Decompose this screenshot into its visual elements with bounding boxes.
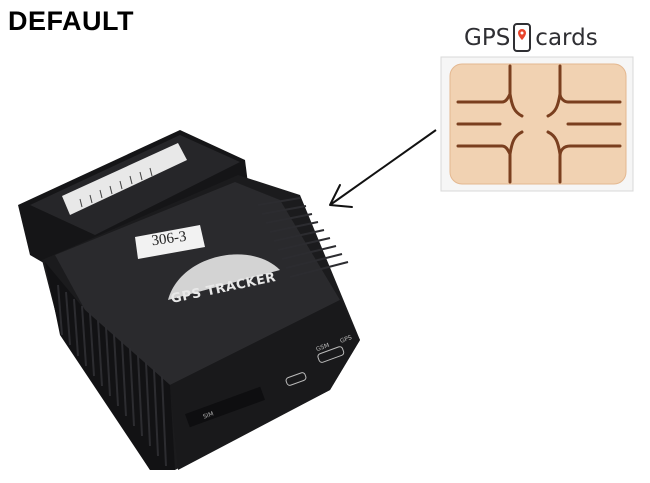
sim-card-image [440,56,634,197]
brand-text-cards: cards [535,25,598,51]
brand-text-gps: GPS [464,25,511,51]
map-pin-icon [512,23,532,53]
mode-label: DEFAULT [8,6,134,36]
gps-cards-logo: GPS cards [464,23,598,53]
